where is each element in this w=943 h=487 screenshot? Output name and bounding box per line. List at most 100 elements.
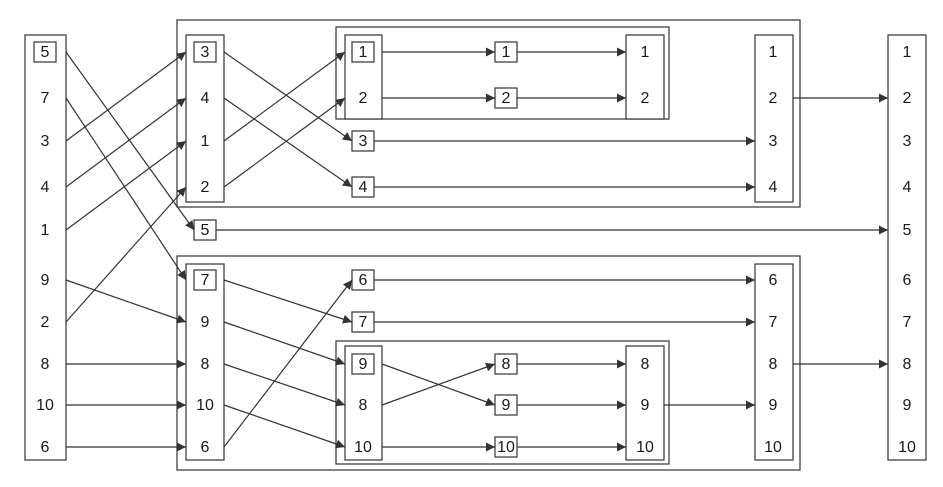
- pivot-2-pivot-box: [494, 87, 518, 109]
- pivot-9-pivot-box: [494, 394, 518, 416]
- edge-input-array-to-left-partition: [65, 97, 187, 188]
- merged-1-2-value: 2: [641, 90, 650, 107]
- pivot-10-pivot-box: [494, 436, 518, 458]
- pivot-8-pivot-box: [494, 353, 518, 375]
- input-array-value: 2: [41, 314, 50, 331]
- pivot-8-value: 8: [502, 356, 511, 373]
- input-array-value: 8: [41, 356, 50, 373]
- left-partition-pivot-box: [193, 41, 217, 63]
- output-array-value: 3: [903, 133, 912, 150]
- input-array-frame: [24, 34, 67, 461]
- input-array-value: 1: [41, 222, 50, 239]
- output-array-value: 1: [903, 44, 912, 61]
- edge-input-array-to-pivot-5: [65, 51, 195, 231]
- pivot-7-pivot-box: [351, 311, 375, 333]
- right-right-partition-value: 8: [359, 397, 368, 414]
- output-array-value: 9: [903, 397, 912, 414]
- pivot-10-value: 10: [497, 439, 515, 456]
- input-array-value: 7: [41, 90, 50, 107]
- pivot-3-value: 3: [359, 133, 368, 150]
- pivot-5-value: 5: [201, 222, 210, 239]
- value-cells: 5734192810634125798106123467981012891012…: [33, 41, 916, 458]
- output-array-frame: [887, 34, 927, 461]
- input-array-value: 6: [41, 439, 50, 456]
- left-partition-frame: [185, 34, 225, 203]
- merged-8-10-value: 8: [641, 356, 650, 373]
- pivot-2-value: 2: [502, 90, 511, 107]
- partition-frames: [24, 19, 927, 471]
- pivot-7-value: 7: [359, 314, 368, 331]
- merged-1-4-value: 3: [769, 133, 778, 150]
- output-array-value: 5: [903, 222, 912, 239]
- right-partition-value: 8: [201, 356, 210, 373]
- right-right-partition-frame: [344, 345, 383, 461]
- edge-right-partition-to-right-right-partition: [223, 404, 346, 449]
- edge-right-partition-to-right-right-partition: [223, 363, 346, 407]
- right-partition-value: 7: [201, 272, 210, 289]
- edges: [65, 47, 888, 452]
- input-array-value: 9: [41, 272, 50, 289]
- merged-6-10-value: 6: [769, 272, 778, 289]
- merged-8-10-value: 9: [641, 397, 650, 414]
- right-right-partition-value: 9: [359, 356, 368, 373]
- edge-input-array-to-left-partition: [65, 186, 187, 323]
- pivot-4-pivot-box: [351, 176, 375, 198]
- merged-1-2-value: 1: [641, 44, 650, 61]
- left-left-partition-value: 2: [359, 90, 368, 107]
- merged-1-4-value: 4: [769, 179, 778, 196]
- output-array-value: 7: [903, 314, 912, 331]
- right-partition-value: 6: [201, 439, 210, 456]
- output-array-value: 2: [903, 90, 912, 107]
- right-right-partition-pivot-box: [351, 353, 375, 375]
- pivot-4-value: 4: [359, 179, 368, 196]
- merged-6-10-frame: [754, 263, 794, 461]
- edge-right-partition-to-right-right-partition: [223, 321, 346, 366]
- output-array-value: 10: [898, 439, 916, 456]
- edge-input-array-to-left-partition: [65, 51, 187, 142]
- edge-left-partition-to-left-left-partition: [223, 51, 346, 142]
- merged-1-4-value: 1: [769, 44, 778, 61]
- pivot-9-value: 9: [502, 397, 511, 414]
- merged-6-10-value: 7: [769, 314, 778, 331]
- pivot-5-pivot-box: [193, 219, 217, 241]
- merged-1-2-frame: [625, 34, 665, 120]
- edge-right-partition-to-pivot-6: [223, 279, 353, 448]
- pivot-3-pivot-box: [351, 130, 375, 152]
- left-left-partition-value: 1: [359, 44, 368, 61]
- pivot-6-value: 6: [359, 272, 368, 289]
- pivot-1-value: 1: [502, 44, 511, 61]
- input-array-pivot-box: [33, 41, 57, 63]
- right-partition-frame: [185, 263, 225, 461]
- edge-input-array-to-right-partition: [65, 97, 187, 281]
- input-array-value: 4: [41, 179, 50, 196]
- edge-left-partition-to-pivot-4: [223, 97, 353, 188]
- right-partition-value: 10: [196, 397, 214, 414]
- edge-input-array-to-right-partition: [65, 279, 187, 324]
- merged-6-10-value: 8: [769, 356, 778, 373]
- right-partition-value: 9: [201, 314, 210, 331]
- left-partition-value: 3: [201, 44, 210, 61]
- merged-1-4-value: 2: [769, 90, 778, 107]
- edge-input-array-to-left-partition: [65, 140, 187, 231]
- left-partition-value: 2: [201, 179, 210, 196]
- left-partition-value: 1: [201, 133, 210, 150]
- edge-right-partition-to-pivot-7: [223, 279, 353, 324]
- merged-8-10-frame: [625, 345, 665, 461]
- input-array-value: 10: [36, 397, 54, 414]
- output-array-value: 4: [903, 179, 912, 196]
- merged-6-10-value: 10: [764, 439, 782, 456]
- merged-6-10-value: 9: [769, 397, 778, 414]
- output-array-value: 6: [903, 272, 912, 289]
- merged-8-10-value: 10: [636, 439, 654, 456]
- input-array-value: 5: [41, 44, 50, 61]
- left-left-partition-pivot-box: [351, 41, 375, 63]
- output-array-value: 8: [903, 356, 912, 373]
- edge-left-partition-to-pivot-3: [223, 51, 353, 142]
- pivot-6-pivot-box: [351, 269, 375, 291]
- right-right-partition-value: 10: [354, 439, 372, 456]
- right-partition-pivot-box: [193, 269, 217, 291]
- edge-left-partition-to-left-left-partition: [223, 97, 346, 188]
- pivot-1-pivot-box: [494, 41, 518, 63]
- edge-right-right-partition-to-pivot-9: [381, 363, 496, 407]
